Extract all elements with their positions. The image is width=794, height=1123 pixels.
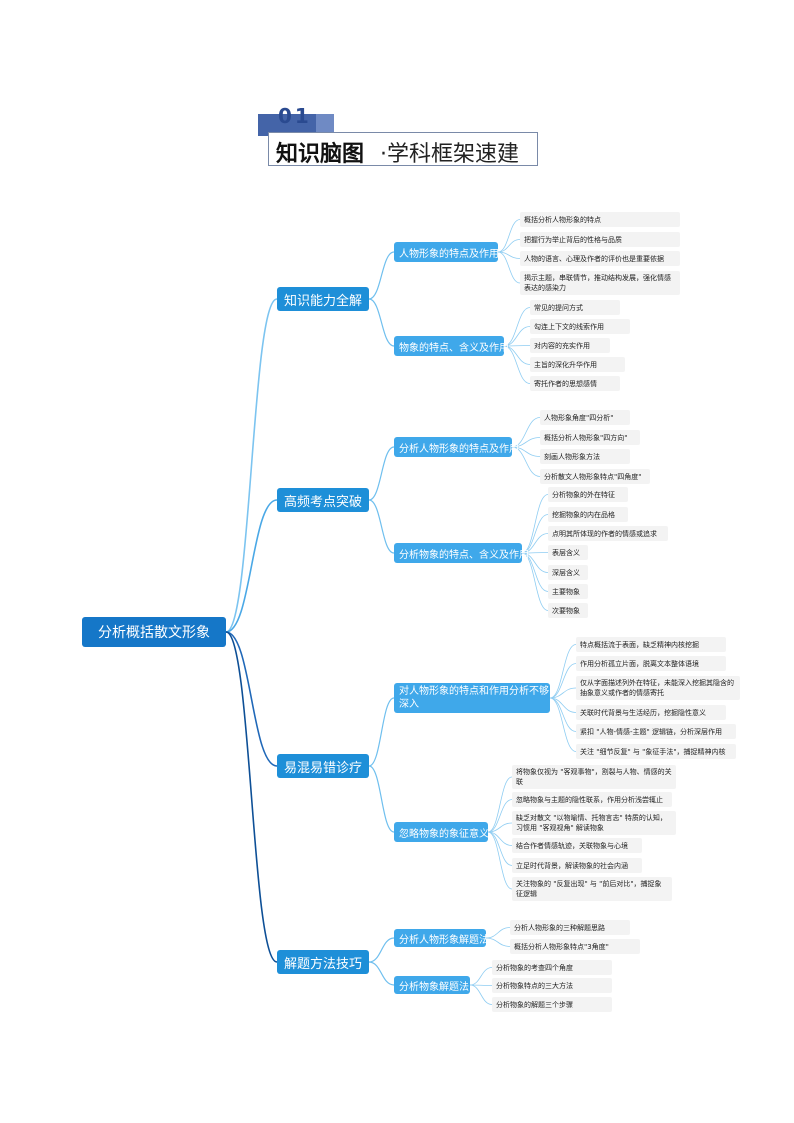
banner-tab: [258, 114, 318, 136]
leaf-link: [503, 307, 531, 347]
leaf-link: [549, 687, 577, 699]
leaf: 关注 "细节反复" 与 "象征手法"，捕捉精神内核: [576, 744, 736, 759]
leaf: 分析物象的考查四个角度: [492, 960, 612, 975]
leaf-link: [503, 345, 531, 384]
leaf: 分析人物形象的三种解题思路: [510, 920, 630, 935]
topic-analyze-object: 分析物象的特点、含义及作用: [394, 543, 529, 563]
root-link: [225, 631, 278, 963]
leaf-link: [487, 776, 513, 833]
topic-person-traits: 人物形象的特点及作用: [394, 242, 499, 262]
branch-link: [368, 251, 395, 300]
leaf-link: [497, 251, 521, 284]
topic-analyze-person: 分析人物形象的特点及作用: [394, 437, 519, 457]
leaf: 深层含义: [548, 565, 588, 580]
banner-tab-accent: [316, 114, 334, 136]
leaf: 主要物象: [548, 584, 588, 599]
root-link: [225, 631, 278, 767]
leaf: 概括分析人物形象特点"3角度": [510, 939, 640, 954]
leaf-link: [497, 239, 521, 253]
leaf: 分析物象的外在特征: [548, 487, 628, 502]
leaf: 作用分析孤立片面，脱离文本整体语境: [576, 656, 726, 671]
leaf-link: [521, 552, 549, 611]
leaf: 忽略物象与主题的隐性联系，作用分析浅尝辄止: [512, 792, 672, 807]
branch-link: [368, 961, 395, 986]
leaf: 概括分析人物形象"四方向": [540, 430, 640, 445]
leaf: 次要物象: [548, 603, 588, 618]
leaf-link: [485, 927, 511, 939]
leaf: 缺乏对散文 "以物喻情、托物言志" 特质的认知，习惯用 "客观视角" 解读物象: [512, 811, 676, 835]
leaf-link: [549, 697, 577, 732]
branch-knowledge: 知识能力全解: [277, 287, 369, 311]
topic-person-method: 分析人物形象解题法: [394, 929, 489, 947]
leaf-link: [511, 446, 541, 477]
topic-object-meaning: 物象的特点、含义及作用: [394, 336, 509, 356]
leaf: 点明其所体现的作者的情感或追求: [548, 526, 668, 541]
branch-link: [368, 937, 395, 963]
leaf-link: [511, 437, 541, 448]
leaf: 把握行为举止背后的性格与品质: [520, 232, 680, 247]
leaf: 关联时代背景与生活经历，挖掘隐性意义: [576, 705, 726, 720]
branch-common-mistakes: 易混易错诊疗: [277, 754, 369, 778]
topic-shallow-analysis: 对人物形象的特点和作用分析不够深入: [394, 683, 550, 713]
branch-link: [368, 697, 395, 767]
leaf-link: [487, 799, 513, 833]
leaf: 分析散文人物形象特点"四角度": [540, 469, 650, 484]
branch-link: [368, 298, 395, 347]
leaf: 立足时代背景，解读物象的社会内涵: [512, 858, 642, 873]
leaf: 表层含义: [548, 545, 588, 560]
leaf: 紧扣 "人物-情感-主题" 逻辑链，分析深层作用: [576, 724, 736, 739]
leaf: 勾连上下文的线索作用: [530, 319, 630, 334]
root-node: 分析概括散文形象: [82, 617, 226, 647]
leaf-link: [549, 644, 577, 699]
leaf: 常见的提问方式: [530, 300, 620, 315]
branch-link: [368, 446, 395, 501]
banner-box: [268, 132, 538, 166]
leaf: 关注物象的 "反复出现" 与 "前后对比"，捕捉象征逻辑: [512, 877, 672, 901]
root-link: [225, 298, 278, 633]
leaf-link: [485, 937, 511, 947]
section-banner: 01 知识脑图 ·学科框架速建: [258, 104, 542, 168]
leaf-link: [503, 326, 531, 347]
leaf-link: [511, 417, 541, 448]
leaf: 分析物象的解题三个步骤: [492, 997, 612, 1012]
leaf-link: [487, 822, 513, 833]
leaf: 揭示主题，串联情节，推动结构发展，强化情感表达的感染力: [520, 271, 680, 295]
leaf: 主旨的深化升华作用: [530, 357, 625, 372]
leaf-link: [469, 984, 493, 1005]
branch-methods: 解题方法技巧: [277, 950, 369, 974]
leaf: 概括分析人物形象的特点: [520, 212, 680, 227]
leaf: 对内容的充实作用: [530, 338, 610, 353]
branch-link: [368, 499, 395, 554]
leaf: 人物形象角度"四分析": [540, 410, 630, 425]
leaf: 分析物象特点的三大方法: [492, 978, 612, 993]
leaf-link: [487, 831, 513, 890]
topic-object-method: 分析物象解题法: [394, 976, 470, 994]
leaf-link: [521, 514, 549, 554]
branch-high-frequency: 高频考点突破: [277, 488, 369, 512]
branch-link: [368, 765, 395, 833]
leaf-link: [549, 697, 577, 752]
banner-title-bold: 知识脑图: [276, 142, 365, 167]
leaf: 特点概括流于表面，缺乏精神内核挖掘: [576, 637, 726, 652]
leaf: 刻画人物形象方法: [540, 449, 630, 464]
leaf: 挖掘物象的内在品格: [548, 507, 628, 522]
root-link: [225, 499, 278, 633]
topic-ignore-symbolism: 忽略物象的象征意义: [394, 822, 489, 842]
leaf-link: [549, 663, 577, 699]
leaf-link: [521, 494, 549, 554]
leaf-link: [521, 533, 549, 554]
leaf: 将物象仅视为 "客观事物"，割裂与人物、情感的关联: [512, 765, 676, 789]
banner-number: 01: [278, 104, 312, 128]
banner-title-rest: ·学科框架速建: [380, 142, 519, 167]
leaf: 仅从字面描述列外在特征，未能深入挖掘其隐含的抽象意义或作者的情感寄托: [576, 676, 740, 700]
leaf: 寄托作者的思想感情: [530, 376, 620, 391]
leaf: 人物的语言、心理及作者的评价也是重要依据: [520, 251, 680, 266]
leaf: 结合作者情感轨迹，关联物象与心境: [512, 838, 642, 853]
leaf-link: [469, 967, 493, 986]
leaf-link: [497, 219, 521, 253]
